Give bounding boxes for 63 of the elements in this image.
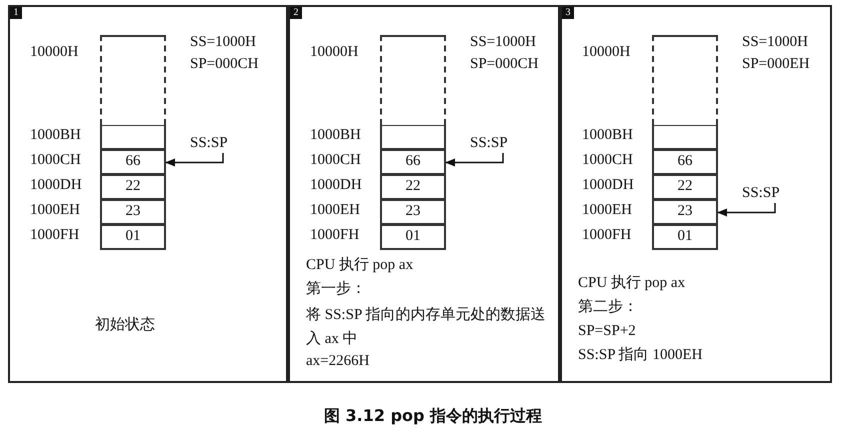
memory-cell: 01 — [380, 225, 446, 250]
register-value: SS=1000H — [742, 33, 808, 52]
step-panel — [560, 5, 832, 383]
state-label: 初始状态 — [95, 316, 155, 335]
memory-cell: 01 — [652, 225, 718, 250]
address-label: 1000CH — [30, 151, 81, 170]
address-label: 1000DH — [30, 176, 82, 195]
memory-cell: 22 — [100, 175, 166, 200]
address-label: 10000H — [582, 43, 630, 62]
memory-cell — [652, 125, 718, 150]
pointer-arrow — [165, 153, 224, 166]
step-description: CPU 执行 pop ax — [578, 274, 686, 293]
register-value: SS=1000H — [470, 33, 536, 52]
address-label: 1000CH — [310, 151, 361, 170]
memory-cell: 23 — [652, 200, 718, 225]
step-description: SP=SP+2 — [578, 322, 636, 341]
address-label: 1000BH — [310, 126, 361, 145]
memory-cell — [380, 125, 446, 150]
memory-cell — [100, 125, 166, 150]
step-description: 第一步： — [306, 280, 366, 299]
pointer-arrow — [717, 203, 776, 216]
step-panel — [8, 5, 288, 383]
memory-cell: 22 — [380, 175, 446, 200]
memory-cell: 66 — [380, 150, 446, 175]
pointer-label: SS:SP — [190, 133, 240, 153]
pointer-label: SS:SP — [470, 133, 520, 153]
memory-cell: 66 — [100, 150, 166, 175]
memory-cell: 66 — [652, 150, 718, 175]
register-value: SP=000CH — [470, 55, 538, 74]
stack-segment-top — [380, 35, 446, 125]
step-number-badge: 2 — [290, 7, 302, 19]
register-value: SP=000CH — [190, 55, 258, 74]
address-label: 1000BH — [582, 126, 633, 145]
memory-cell: 23 — [380, 200, 446, 225]
step-description: ax=2266H — [306, 352, 370, 371]
address-label: 1000FH — [310, 226, 360, 245]
address-label: 1000FH — [30, 226, 80, 245]
register-value: SS=1000H — [190, 33, 256, 52]
address-label: 1000FH — [582, 226, 632, 245]
address-label: 1000BH — [30, 126, 81, 145]
address-label: 10000H — [310, 43, 358, 62]
address-label: 1000EH — [30, 201, 80, 220]
figure-caption: 图 3.12 pop 指令的执行过程 — [322, 406, 544, 427]
step-panel — [288, 5, 560, 383]
step-number-badge: 1 — [10, 7, 22, 19]
address-label: 1000DH — [310, 176, 362, 195]
step-description: 第二步： — [578, 298, 638, 317]
step-number-badge: 3 — [562, 7, 574, 19]
pointer-label: SS:SP — [742, 183, 792, 203]
address-label: 1000EH — [582, 201, 632, 220]
memory-cell: 23 — [100, 200, 166, 225]
step-description: SS:SP 指向 1000EH — [578, 346, 702, 365]
address-label: 1000EH — [310, 201, 360, 220]
stack-segment-top — [652, 35, 718, 125]
register-value: SP=000EH — [742, 55, 810, 74]
memory-cell: 01 — [100, 225, 166, 250]
address-label: 1000CH — [582, 151, 633, 170]
address-label: 1000DH — [582, 176, 634, 195]
memory-cell: 22 — [652, 175, 718, 200]
address-label: 10000H — [30, 43, 78, 62]
pointer-arrow — [445, 153, 504, 166]
stack-segment-top — [100, 35, 166, 125]
step-description: CPU 执行 pop ax — [306, 256, 414, 275]
